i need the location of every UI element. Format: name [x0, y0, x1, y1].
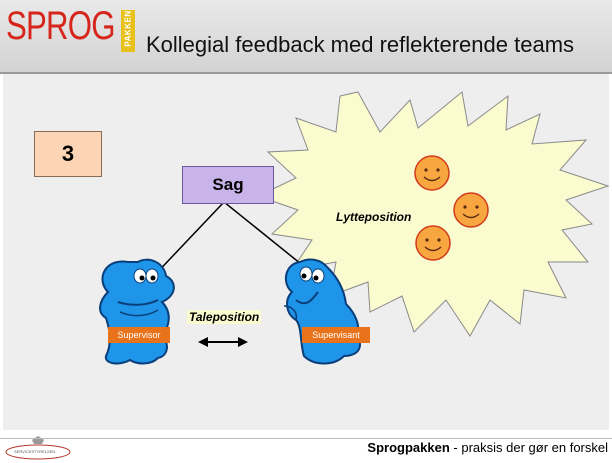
- supervisee-tag: Supervisant: [302, 327, 370, 343]
- footer-logo-emblem: [5, 436, 71, 460]
- footer-brand: Sprogpakken: [367, 440, 450, 455]
- smiley-icon: [414, 155, 450, 191]
- page-title: Kollegial feedback med reflekterende tea…: [146, 32, 575, 57]
- step-number-box: 3: [34, 131, 102, 177]
- logo-text: SPROG: [6, 4, 116, 48]
- logo-bar: PAKKEN: [121, 10, 135, 52]
- blob-figure-icon: [99, 258, 175, 365]
- header: SPROG PAKKEN Kollegial feedback med refl…: [0, 0, 612, 74]
- footer-text: Sprogpakken - praksis der gør en forskel: [367, 440, 608, 455]
- speaking-position-label: Taleposition: [187, 310, 262, 324]
- smiley-icon: [415, 225, 451, 261]
- footer-tagline: - praksis der gør en forskel: [449, 440, 608, 455]
- listening-position-label: Lytteposition: [336, 210, 412, 224]
- smiley-icon: [453, 192, 489, 228]
- case-box: Sag: [182, 166, 274, 204]
- footer-logo-text: SERVICESTYRELSEN: [14, 449, 56, 454]
- supervisor-tag: Supervisor: [108, 327, 170, 343]
- footer-divider: [0, 438, 612, 439]
- double-arrow-icon: [198, 337, 248, 347]
- connector-line-right: [223, 201, 307, 269]
